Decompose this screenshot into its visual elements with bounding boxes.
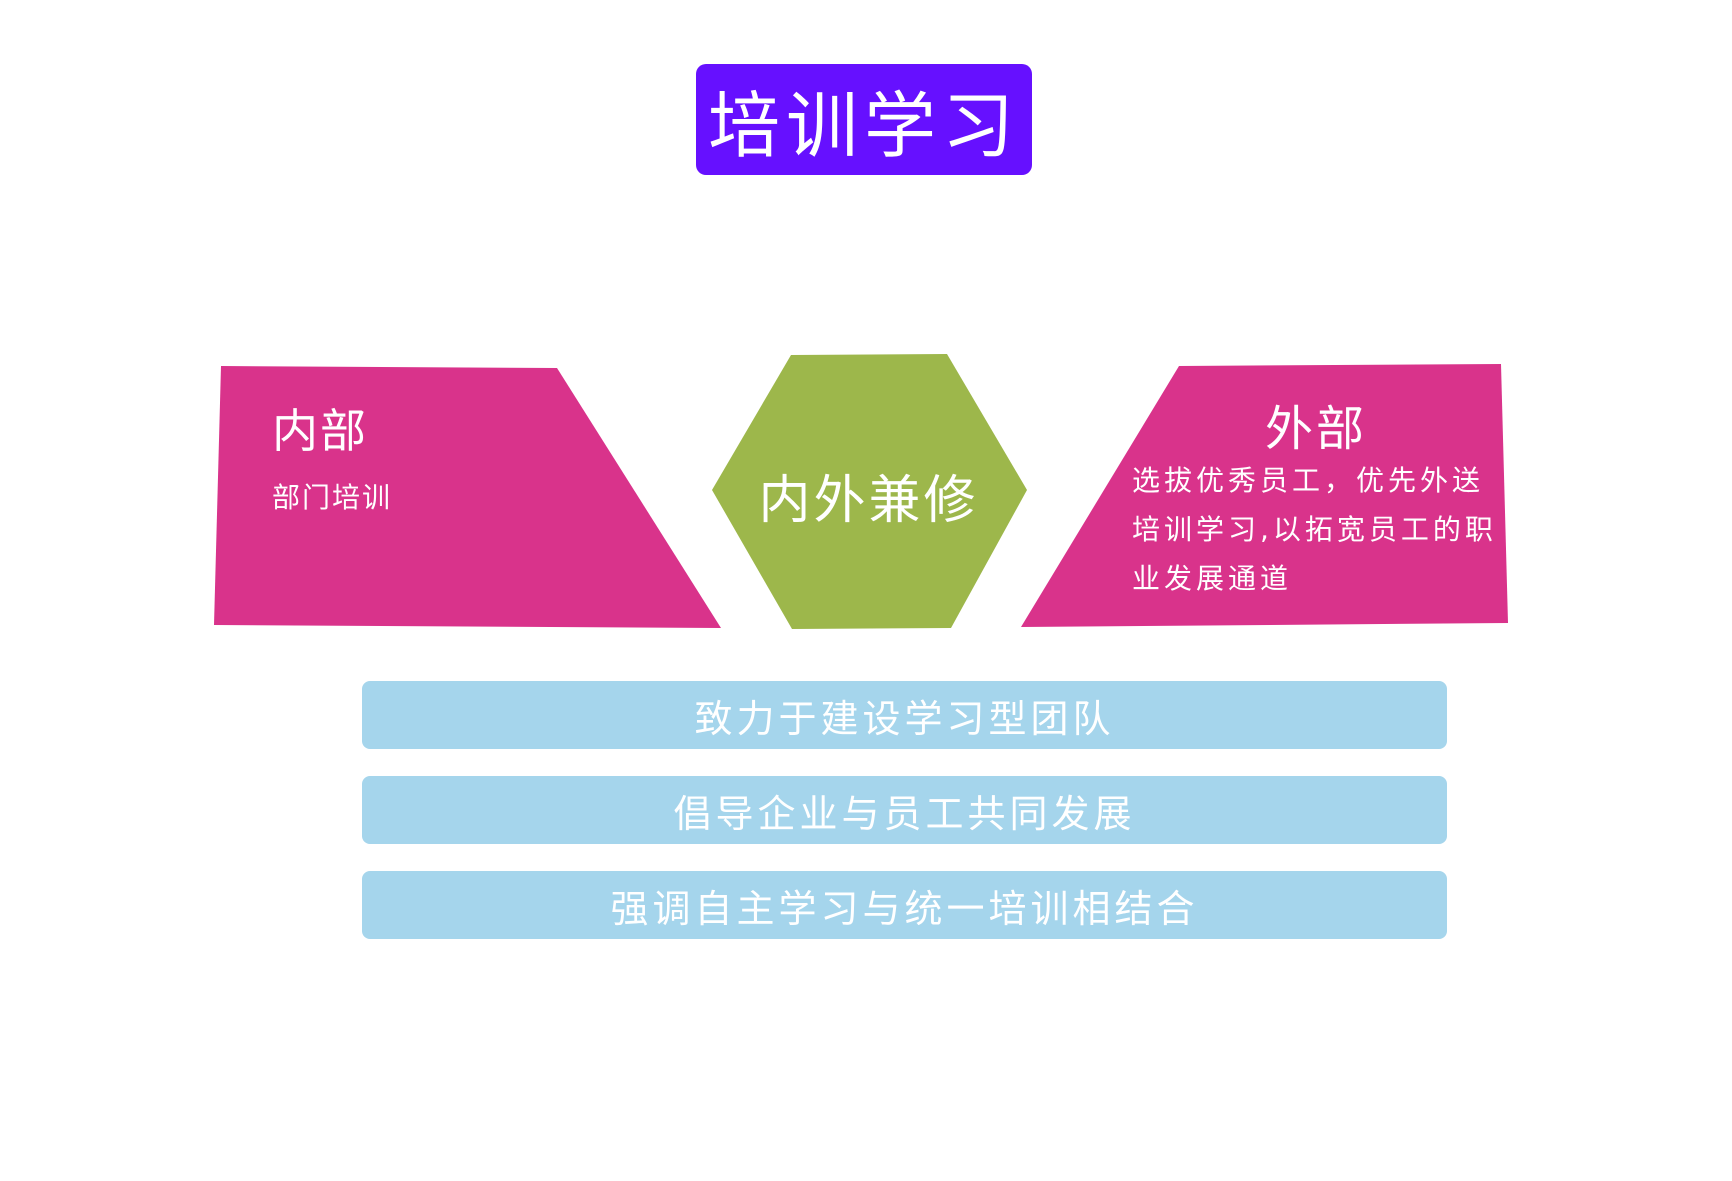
center-hexagon-shape [712, 354, 1027, 629]
principle-bar-text: 强调自主学习与统一培训相结合 [610, 886, 1199, 931]
principle-bar-text: 倡导企业与员工共同发展 [673, 791, 1136, 836]
principle-bar: 强调自主学习与统一培训相结合 [362, 871, 1447, 939]
principle-bar: 倡导企业与员工共同发展 [362, 776, 1447, 844]
left-panel-subtext: 部门培训 [272, 481, 393, 514]
left-panel-shape [214, 366, 721, 628]
page-title: 培训学习 [696, 64, 1032, 175]
principle-bar: 致力于建设学习型团队 [362, 681, 1447, 749]
right-panel-heading: 外部 [1265, 401, 1368, 457]
right-panel-shape [1021, 364, 1508, 627]
page-title-text: 培训学习 [707, 84, 1020, 168]
center-hexagon-label: 内外兼修 [758, 471, 979, 531]
principle-bar-text: 致力于建设学习型团队 [694, 696, 1115, 741]
right-panel-body: 选拔优秀员工，优先外送培训学习,以拓宽员工的职业发展通道 [1132, 464, 1497, 595]
left-panel-heading: 内部 [272, 404, 368, 458]
